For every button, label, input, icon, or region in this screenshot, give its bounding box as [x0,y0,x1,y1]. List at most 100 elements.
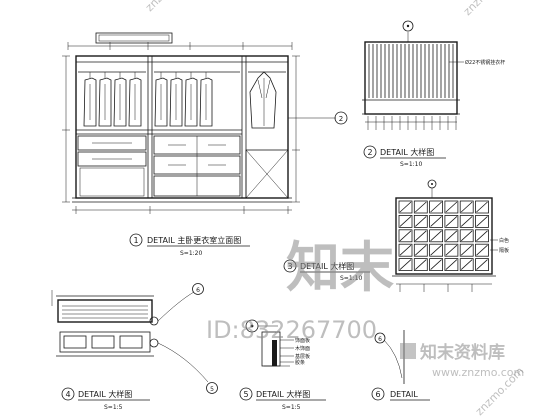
cell-hatch [476,230,488,242]
cell-hatch [399,201,412,213]
shelf-cell [413,258,428,272]
marker-6b-label: 6 [378,336,382,343]
cell-hatch [430,244,442,256]
detail-2-section: Ø22不锈钢挂衣杆 [362,20,505,130]
cell-hatch [460,244,473,256]
detail-4-title: 4 DETAIL 大样图 S=1:5 [61,387,150,411]
detail-1-elevation [62,32,336,214]
shelf-cell [398,243,413,257]
section-marker-5: 5 [206,382,218,394]
detail-1-title: 1 DETAIL 主卧更衣室立面图 S=1:20 [129,233,250,257]
section-marker-6a: 6 [192,283,204,295]
detail-3-title: 3 DETAIL 大样图 S=1:10 [283,259,370,282]
shelf-cell [444,200,459,214]
cell-hatch [476,244,488,256]
cell-hatch [476,216,488,227]
detail-6-section: 6 [374,330,405,384]
shelf-cell [459,214,474,228]
shelf-cell [429,214,444,228]
cell-hatch [460,201,473,213]
shelf-cell [459,200,474,214]
cell-hatch [445,244,458,256]
cell-hatch [476,259,488,270]
shelf-cell [398,229,413,243]
shelf-cell [459,229,474,243]
shelf-cell [475,229,489,243]
marker-6a-label: 6 [196,287,200,294]
shelf-cell [398,200,413,214]
watermark-diagonal-1: znzmo.com [461,0,515,18]
shelf-cell [459,243,474,257]
detail-4-number: 4 [65,390,70,399]
watermark-brand: 知末资料库 [419,342,505,363]
watermark-brand-icon [400,343,416,359]
detail-5-number: 5 [243,390,248,399]
cell-hatch [445,201,458,213]
cell-hatch [399,216,412,227]
cell-hatch [430,216,442,227]
cell-hatch [460,259,473,270]
detail-5-title-text: DETAIL 大样图 [256,389,310,399]
cell-hatch [430,201,442,213]
detail-5-section: 饰面板 木饰面 基层板 胶条 [245,319,310,367]
shelf-cell [429,229,444,243]
shelf-cell [475,243,489,257]
detail-5-scale: S=1:5 [282,404,301,411]
detail-5-title: 5 DETAIL 大样图 S=1:5 [239,387,326,411]
detail-2-scale: S=1:10 [400,161,422,168]
detail-3-number: 3 [287,262,292,271]
detail-1-scale: S=1:20 [180,250,202,257]
shelf-cell [444,229,459,243]
detail-4-scale: S=1:5 [104,404,123,411]
section-marker-2: 2 [334,111,348,125]
cell-hatch [399,230,412,242]
detail-2-title-text: DETAIL 大样图 [380,147,434,157]
detail-3-note-1: 白色 [499,237,509,244]
watermark-url: www.znzmo.com [432,366,524,379]
detail-4-section [51,290,209,383]
detail-6-title: 6 DETAIL [371,387,430,401]
shelf-cell [459,258,474,272]
detail-5-note-3: 基层板 [295,353,310,360]
detail-6-number: 6 [375,390,380,399]
marker-5-label: 5 [210,386,214,393]
cell-hatch [476,201,488,213]
marker-2-label: 2 [339,115,343,123]
cell-hatch [445,216,458,227]
shelf-cell [413,243,428,257]
shelf-cell [475,214,489,228]
shelf-cell [429,258,444,272]
cell-hatch [415,201,427,213]
shelf-cell [444,243,459,257]
cell-hatch [399,244,412,256]
detail-2-rail-note: Ø22不锈钢挂衣杆 [465,59,505,66]
cell-hatch [430,259,442,270]
detail-3-scale: S=1:10 [340,275,362,282]
cell-hatch [415,216,427,227]
detail-2-number: 2 [367,148,372,157]
shelf-cell [475,200,489,214]
shelf-cell [413,200,428,214]
shelf-cell [475,258,489,272]
shelf-cell [413,214,428,228]
cell-hatch [460,216,473,227]
cell-hatch [415,259,427,270]
detail-4-title-text: DETAIL 大样图 [78,389,132,399]
watermark-id: ID:832267700 [206,316,377,344]
cell-hatch [445,259,458,270]
detail-5-note-4: 胶条 [295,359,305,366]
detail-2-title: 2 DETAIL 大样图 S=1:10 [363,145,446,168]
detail-1-title-text: DETAIL 主卧更衣室立面图 [147,235,241,245]
detail-3-title-text: DETAIL 大样图 [300,261,354,271]
shelf-cell [429,243,444,257]
cell-hatch [460,230,473,242]
shelf-cell [429,200,444,214]
shelf-cell [398,214,413,228]
cell-hatch [445,230,458,242]
detail-3-note-2: 隔板 [499,247,509,254]
detail-5-note-2: 木饰面 [295,345,310,352]
watermark-logo: 知末 [286,236,394,299]
shelf-cell [413,229,428,243]
